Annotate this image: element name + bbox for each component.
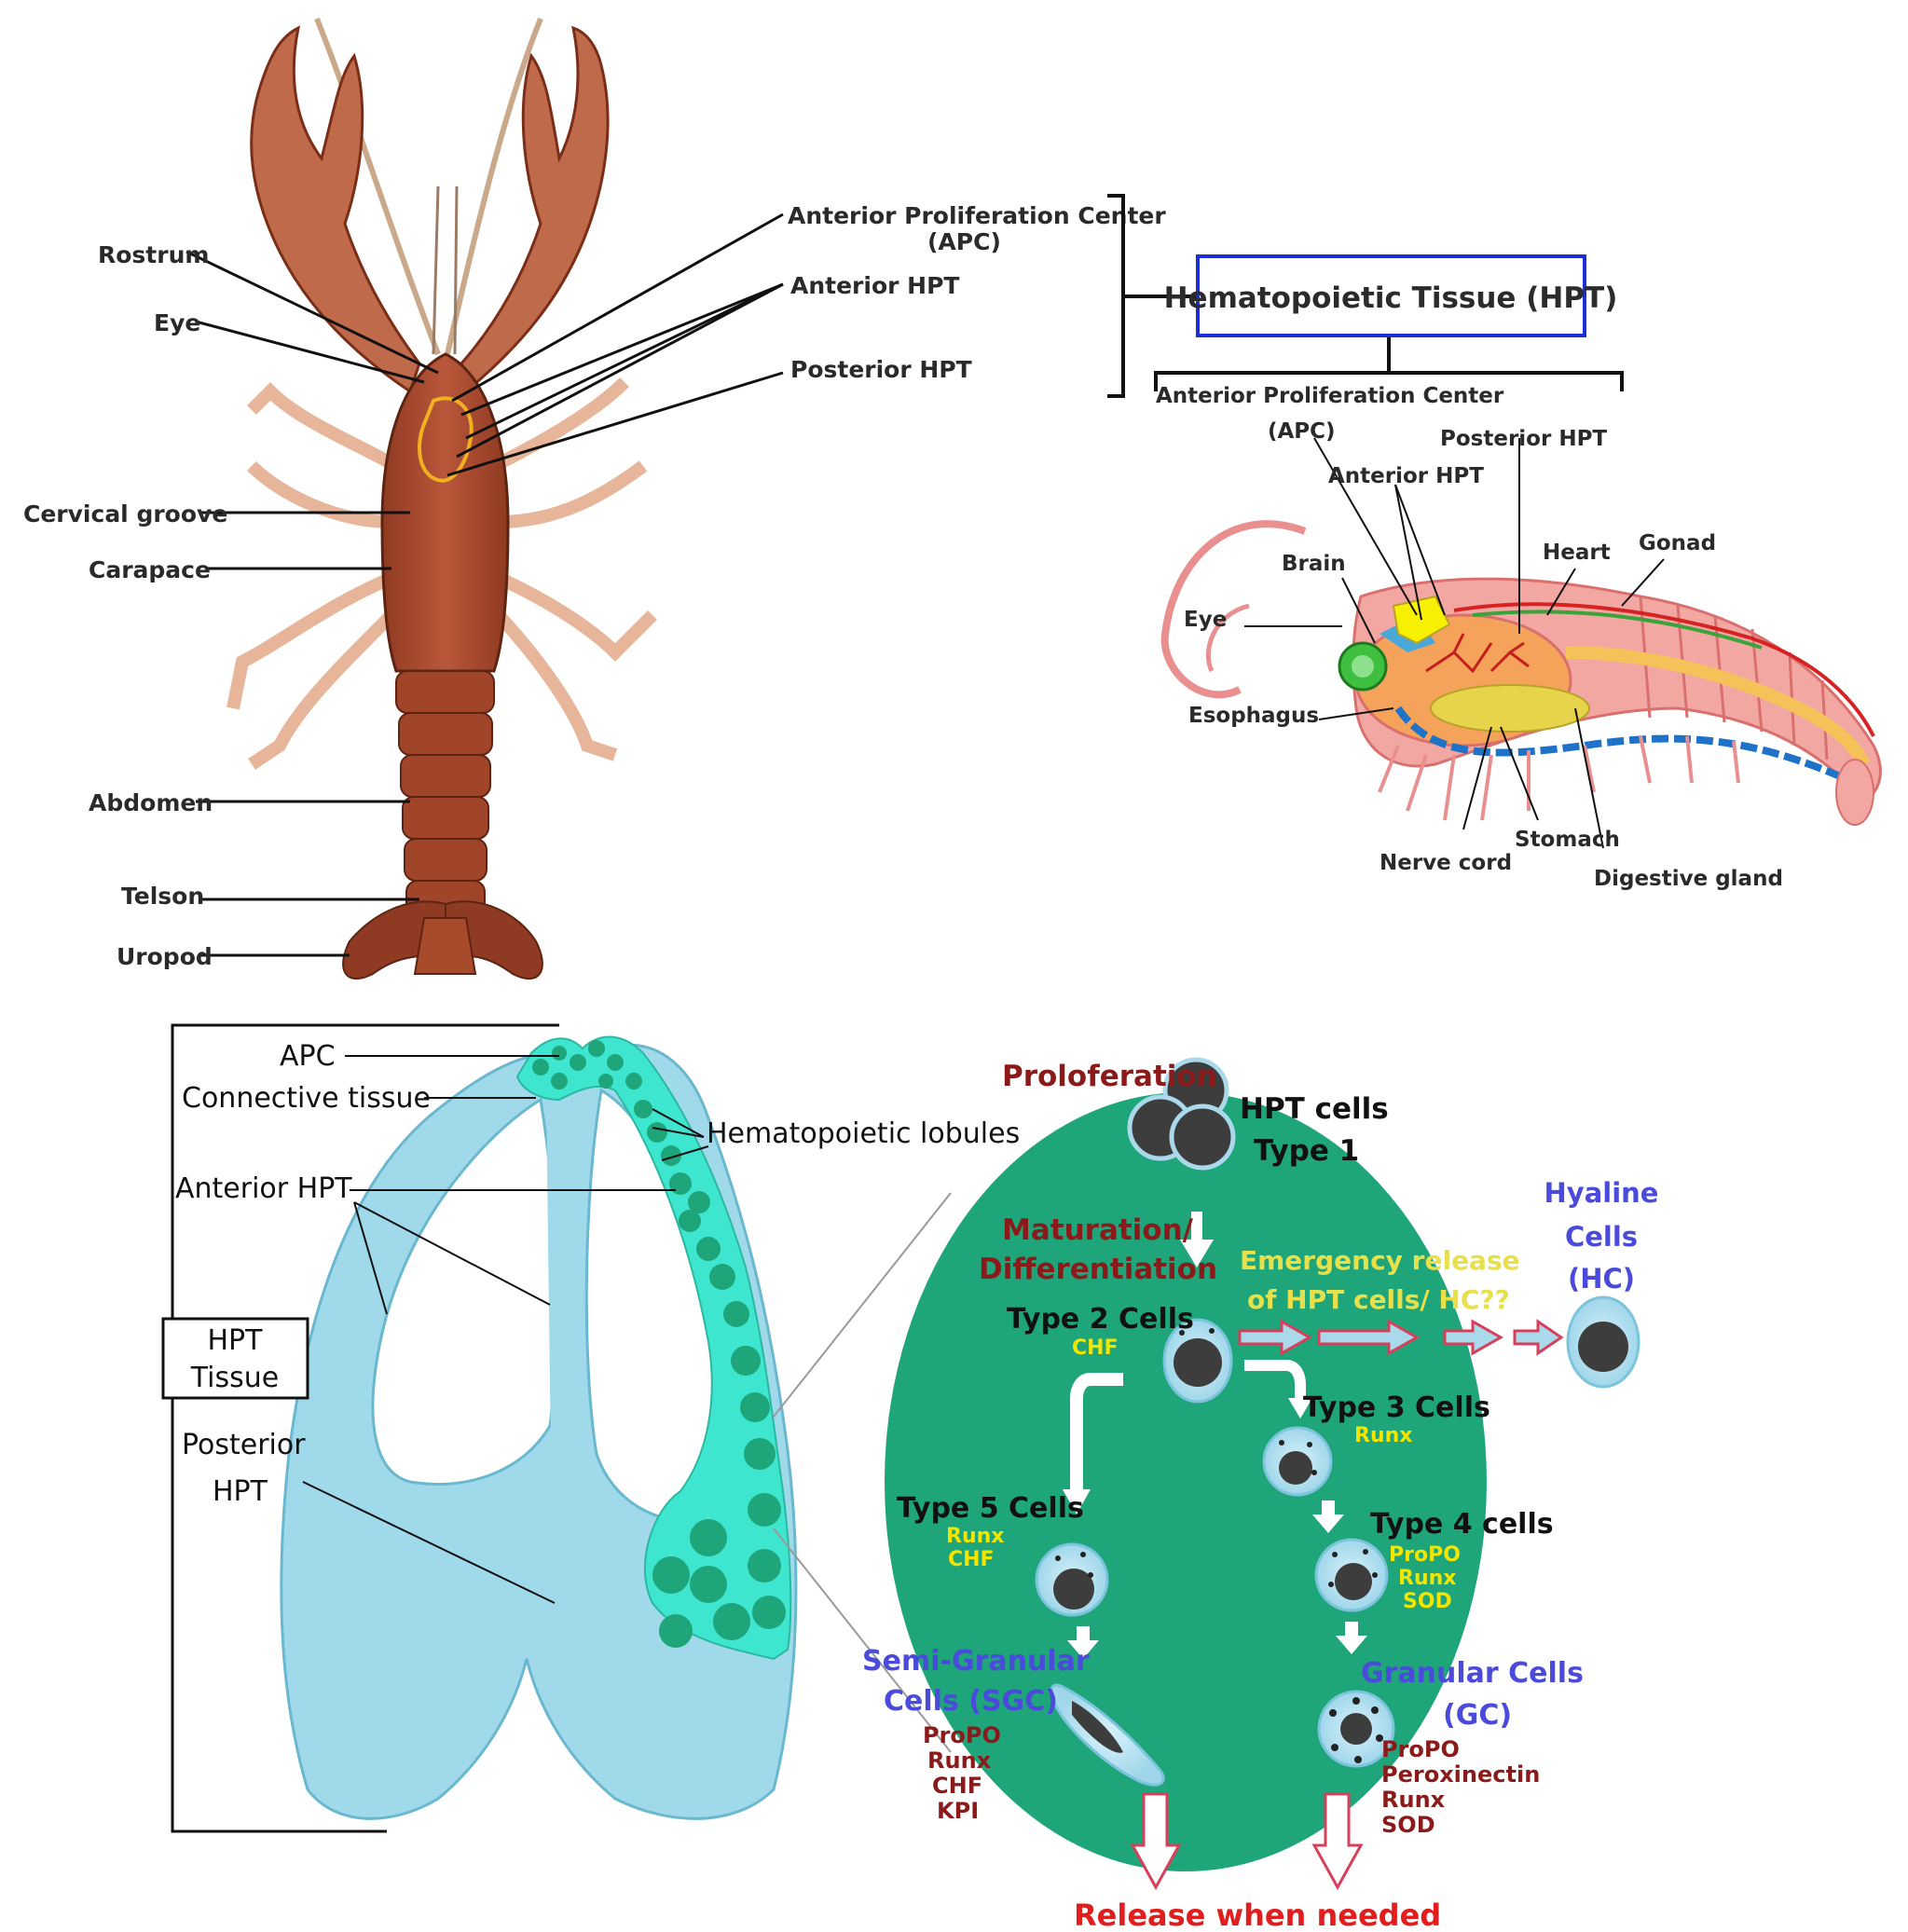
crayfish-labels: Rostrum Eye Cervical groove Carapace Abd… [23, 202, 1166, 970]
label-gc-marker-1: Peroxinectin [1381, 1761, 1540, 1788]
label-tissue-hpt: HPT [208, 1324, 264, 1357]
label-emergency-line2: of HPT cells/ HC?? [1247, 1284, 1510, 1315]
label-posterior-hpt: Posterior HPT [790, 356, 972, 383]
hpt-title: Hematopoietic Tissue (HPT) [1164, 281, 1618, 315]
label-abdomen: Abdomen [89, 789, 213, 816]
label-type4-marker-1: Runx [1398, 1567, 1456, 1590]
crayfish-illustration [226, 17, 657, 980]
label-sgc-marker-1: Runx [927, 1747, 992, 1774]
label-tissue-anterior-hpt: Anterior HPT [175, 1172, 352, 1205]
label-type2-marker: CHF [1072, 1336, 1119, 1360]
label-shrimp-digestive-gland: Digestive gland [1594, 867, 1783, 891]
release-arrows [1130, 1792, 1364, 1891]
label-tissue-apc: APC [280, 1040, 336, 1073]
label-type5-marker-1: CHF [948, 1548, 995, 1571]
label-shrimp-gonad: Gonad [1639, 531, 1716, 555]
label-type3: Type 3 Cells [1303, 1391, 1490, 1424]
lineage-circle [885, 1092, 1487, 1871]
label-gc-line1: Granular Cells [1361, 1657, 1584, 1690]
label-type1: Type 1 [1254, 1134, 1359, 1168]
label-shrimp-posterior-hpt: Posterior HPT [1440, 427, 1607, 451]
hyaline-cell [1566, 1295, 1640, 1389]
gc-cell [1317, 1690, 1395, 1768]
type2-cell [1162, 1318, 1233, 1404]
label-type5-marker-0: Runx [946, 1525, 1004, 1548]
shrimp-illustration [1160, 520, 1882, 826]
emergency-arrows [1238, 1319, 1564, 1356]
abdomen-segments [395, 670, 495, 919]
label-shrimp-eye: Eye [1184, 608, 1227, 632]
label-shrimp-stomach: Stomach [1515, 828, 1620, 852]
label-emergency-line1: Emergency release [1240, 1245, 1520, 1276]
label-carapace: Carapace [89, 556, 211, 583]
hpt-bracket [1107, 194, 1624, 398]
shrimp-leader-lines [1244, 437, 1665, 849]
label-release: Release when needed [1074, 1898, 1441, 1932]
label-type5: Type 5 Cells [897, 1492, 1084, 1525]
type5-cell [1035, 1542, 1109, 1617]
label-apc-line1: Anterior Proliferation Center [788, 202, 1166, 229]
lobule-band [515, 1035, 792, 1661]
label-type3-marker: Runx [1354, 1424, 1412, 1447]
label-sgc-marker-2: CHF [932, 1773, 982, 1799]
hematopoiesis-lineage: Proloferation HPT cells Type 1 Maturatio… [862, 1057, 1659, 1932]
hpt-tissue-diagram: APC Connective tissue Hematopoietic lobu… [161, 1023, 1020, 1833]
label-shrimp-apc-line2: (APC) [1268, 419, 1336, 444]
label-gc-line2: (GC) [1443, 1699, 1512, 1732]
hpt-title-box [1196, 254, 1586, 337]
label-eye: Eye [154, 309, 200, 336]
label-gc-marker-0: ProPO [1381, 1736, 1460, 1762]
right-claw [460, 25, 610, 394]
label-shrimp-nerve-cord: Nerve cord [1380, 851, 1512, 875]
label-anterior-hpt: Anterior HPT [790, 272, 959, 299]
label-apc-line2: (APC) [927, 228, 1001, 255]
label-differentiation: Differentiation [979, 1253, 1217, 1286]
label-tissue-connective: Connective tissue [182, 1082, 431, 1115]
label-shrimp-anterior-hpt: Anterior HPT [1328, 464, 1484, 488]
label-tissue-lobules: Hematopoietic lobules [707, 1117, 1020, 1150]
label-shrimp-brain: Brain [1282, 552, 1346, 576]
label-type2: Type 2 Cells [1007, 1303, 1194, 1336]
left-claw [250, 25, 421, 394]
label-gc-marker-2: Runx [1381, 1787, 1446, 1813]
hpt-tissue-box [161, 1317, 309, 1400]
label-sgc-line1: Semi-Granular [862, 1645, 1090, 1678]
label-shrimp-esophagus: Esophagus [1188, 704, 1319, 728]
label-type4: Type 4 cells [1370, 1508, 1554, 1541]
label-tissue-posterior: Posterior [182, 1429, 306, 1461]
label-rostrum: Rostrum [98, 241, 209, 268]
label-tissue-tissue: Tissue [190, 1362, 279, 1394]
label-hyaline-line1: Hyaline [1544, 1177, 1659, 1209]
label-hyaline-line2: Cells [1565, 1221, 1638, 1253]
label-gc-marker-3: SOD [1381, 1812, 1435, 1838]
label-cervical-groove: Cervical groove [23, 500, 227, 528]
label-type4-marker-0: ProPO [1389, 1543, 1461, 1567]
label-type4-marker-2: SOD [1403, 1590, 1452, 1613]
label-sgc-marker-3: KPI [937, 1798, 979, 1824]
label-sgc-marker-0: ProPO [923, 1722, 1001, 1748]
label-shrimp-apc-line1: Anterior Proliferation Center [1156, 384, 1504, 408]
sgc-cell [1050, 1683, 1165, 1787]
label-shrimp-heart: Heart [1543, 541, 1611, 565]
label-telson: Telson [121, 883, 204, 910]
label-tissue-posterior-hpt: HPT [213, 1475, 268, 1508]
label-uropod: Uropod [117, 943, 213, 970]
label-sgc-line2: Cells (SGC) [884, 1685, 1058, 1718]
label-proliferation: Proloferation [1002, 1060, 1217, 1093]
label-hpt-cells: HPT cells [1240, 1092, 1389, 1126]
lobule-dots [532, 1040, 786, 1648]
shrimp-labels: Anterior Proliferation Center (APC) Post… [1156, 384, 1783, 891]
label-hyaline-line3: (HC) [1568, 1263, 1635, 1295]
crayfish-leader-lines [185, 212, 784, 957]
type3-cell [1262, 1426, 1333, 1497]
type1-cells [1127, 1057, 1236, 1171]
type4-cell [1314, 1538, 1389, 1612]
label-maturation: Maturation/ [1002, 1213, 1194, 1247]
